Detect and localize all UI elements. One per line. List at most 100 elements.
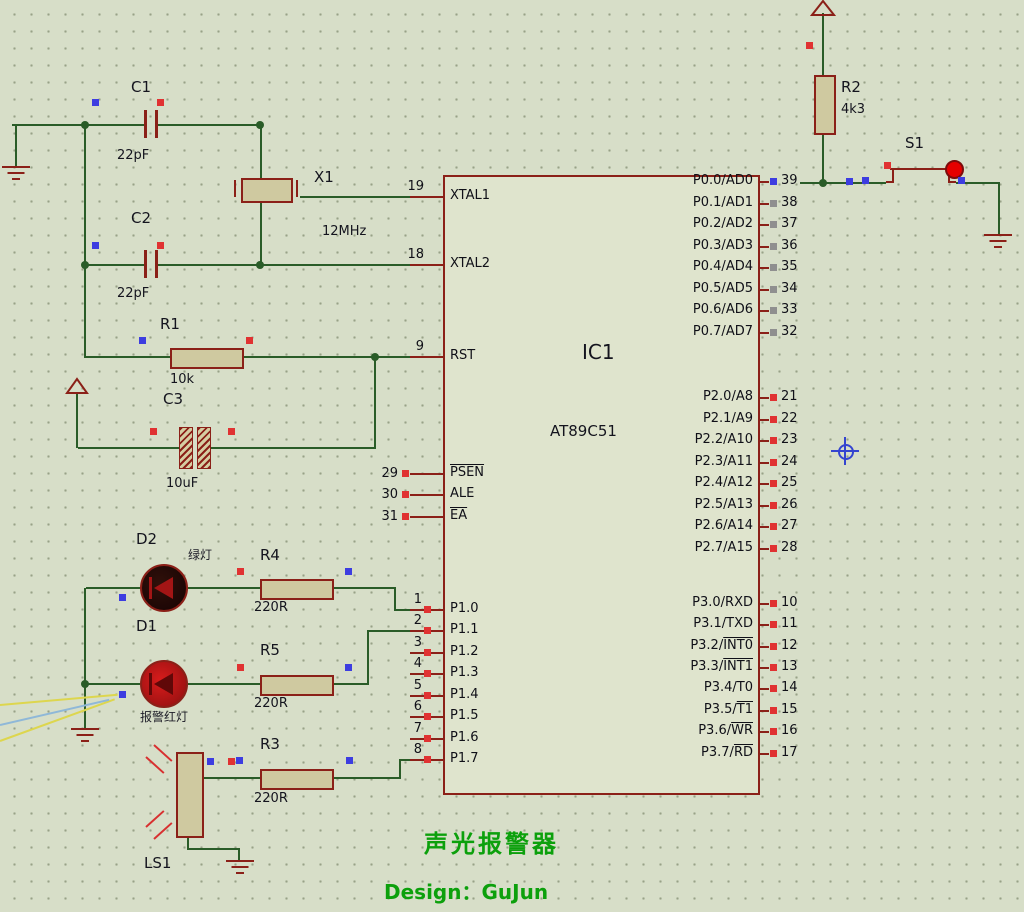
- marker-square: [237, 568, 244, 575]
- value-r5: 220R: [254, 696, 288, 711]
- crystal-x1-plate: [296, 180, 298, 197]
- ic-pin-stub-23: [760, 440, 769, 442]
- design-credit: Design：GuJun: [384, 880, 549, 904]
- pin-name-P0.1/AD1: P0.1/AD1: [692, 195, 753, 210]
- pin-number-39: 39: [781, 173, 798, 188]
- capacitor-c1-plates[interactable]: [155, 110, 158, 138]
- marker-square: [345, 568, 352, 575]
- pin-marker-square: [770, 664, 777, 671]
- junction-dot: [371, 353, 379, 361]
- capacitor-c2-plates[interactable]: [155, 250, 158, 278]
- pin-number-3: 3: [413, 635, 422, 650]
- mcu-at89c51[interactable]: [443, 175, 760, 795]
- capacitor-c2-plates[interactable]: [144, 250, 147, 278]
- pin-number-32: 32: [781, 324, 798, 339]
- led-d1-red[interactable]: [140, 660, 188, 708]
- pin-number-6: 6: [413, 699, 422, 714]
- marker-square: [119, 594, 126, 601]
- label-r1: R1: [160, 315, 180, 333]
- pin-name-P0.6/AD6: P0.6/AD6: [692, 302, 753, 317]
- led-triangle: [154, 577, 173, 599]
- value-c2: 22pF: [117, 286, 150, 301]
- resistor-r3[interactable]: [260, 769, 334, 790]
- ic-pin-stub-19: [410, 196, 443, 198]
- ic-part: AT89C51: [550, 422, 617, 440]
- pin-name-P1.1: P1.1: [450, 622, 479, 637]
- wire: [330, 683, 368, 685]
- wire: [822, 135, 824, 184]
- ground-symbol: [983, 234, 1013, 250]
- pin-number-38: 38: [781, 195, 798, 210]
- ic-pin-stub-17: [760, 753, 769, 755]
- pin-name-P0.5/AD5: P0.5/AD5: [692, 281, 753, 296]
- pin-number-25: 25: [781, 475, 798, 490]
- pin-marker-square: [424, 735, 431, 742]
- capacitor-c1-plates[interactable]: [144, 110, 147, 138]
- pin-marker-square: [424, 670, 431, 677]
- label-c3: C3: [163, 390, 184, 408]
- pin-marker-square: [770, 459, 777, 466]
- pin-name-P2.3/A11: P2.3/A11: [694, 454, 753, 469]
- pin-marker-square: [424, 606, 431, 613]
- button-s1-lead: [886, 181, 894, 183]
- label-r4: R4: [260, 546, 280, 564]
- ic-pin-stub-39: [760, 181, 769, 183]
- ic-pin-stub-31: [410, 516, 443, 518]
- pin-marker-square: [770, 286, 777, 293]
- resistor-r2[interactable]: [814, 75, 836, 135]
- wire: [367, 630, 410, 632]
- ic-pin-stub-11: [760, 624, 769, 626]
- pin-name-P3.5/T1: P3.5/T1: [703, 702, 753, 717]
- pin-name-P2.4/A12: P2.4/A12: [694, 475, 753, 490]
- label-ls1: LS1: [144, 854, 172, 872]
- ground-symbol: [70, 728, 100, 744]
- ic-pin-stub-25: [760, 483, 769, 485]
- pin-number-22: 22: [781, 411, 798, 426]
- wire: [956, 182, 1000, 184]
- pin-name-P1.5: P1.5: [450, 708, 479, 723]
- marker-square: [236, 757, 243, 764]
- marker-square: [139, 337, 146, 344]
- value-r4: 220R: [254, 600, 288, 615]
- wire: [187, 838, 189, 850]
- wire: [188, 587, 260, 589]
- wire: [399, 759, 401, 779]
- sounder-mark: [153, 744, 173, 762]
- button-s1-actuator[interactable]: [945, 160, 964, 179]
- wire: [800, 182, 886, 184]
- sounder-ls1[interactable]: [176, 752, 204, 838]
- wire: [86, 356, 170, 358]
- ic-pin-stub-18: [410, 264, 443, 266]
- pin-number-11: 11: [781, 616, 798, 631]
- wire: [209, 447, 375, 449]
- label-d2: D2: [136, 530, 158, 548]
- pin-number-34: 34: [781, 281, 798, 296]
- pin-name-P3.4/T0: P3.4/T0: [703, 680, 753, 695]
- pin-name-EA: EA: [450, 508, 468, 523]
- wire: [158, 264, 410, 266]
- wire: [84, 588, 86, 730]
- pin-number-21: 21: [781, 389, 798, 404]
- ic-pin-stub-15: [760, 710, 769, 712]
- resistor-r1[interactable]: [170, 348, 244, 369]
- ic-pin-stub-26: [760, 505, 769, 507]
- value-r2: 4k3: [841, 102, 866, 117]
- led-d2-green[interactable]: [140, 564, 188, 612]
- ic-pin-stub-29: [410, 473, 443, 475]
- pin-number-19: 19: [407, 179, 424, 194]
- label-r5: R5: [260, 641, 280, 659]
- capacitor-c3-plate[interactable]: [179, 427, 193, 469]
- capacitor-c3-plate[interactable]: [197, 427, 211, 469]
- wire: [330, 777, 400, 779]
- resistor-r4[interactable]: [260, 579, 334, 600]
- wire: [158, 124, 261, 126]
- wire: [330, 587, 395, 589]
- value-c3: 10uF: [166, 476, 199, 491]
- value-r1: 10k: [170, 372, 195, 387]
- pin-marker-square: [770, 264, 777, 271]
- resistor-r5[interactable]: [260, 675, 334, 696]
- pin-marker-square: [770, 707, 777, 714]
- pin-name-PSEN: PSEN: [450, 465, 485, 480]
- ic-pin-stub-10: [760, 603, 769, 605]
- crystal-x1[interactable]: [241, 178, 293, 203]
